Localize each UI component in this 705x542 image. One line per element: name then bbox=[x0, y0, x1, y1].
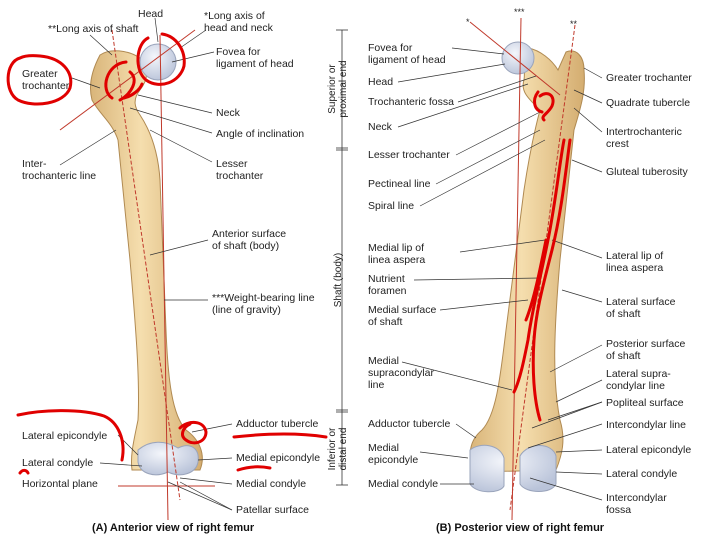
label-long-axis-head-neck: *Long axis of head and neck bbox=[204, 10, 273, 34]
posterior-shaft-axis bbox=[509, 24, 576, 511]
label-neck: Neck bbox=[216, 107, 240, 119]
label-greater-trochanter: Greater trochanter bbox=[22, 68, 70, 92]
label-medial-supracondylar: Medial supracondylar line bbox=[368, 355, 434, 391]
label-posterior-surface: Posterior surface of shaft bbox=[606, 338, 686, 362]
leaders-panel-b bbox=[397, 47, 603, 501]
label-medial-condyle-a: Medial condyle bbox=[236, 478, 307, 490]
anterior-condyle-cartilage bbox=[137, 441, 199, 476]
label-lateral-epicondyle-a: Lateral epicondyle bbox=[22, 430, 108, 442]
label-nutrient-foramen: Nutrient foramen bbox=[368, 273, 407, 297]
label-lateral-condyle-b: Lateral condyle bbox=[606, 468, 678, 480]
anterior-femoral-head bbox=[139, 43, 177, 81]
label-adductor-tubercle-a: Adductor tubercle bbox=[236, 418, 319, 430]
label-intertrochanteric-line: Inter- trochanteric line bbox=[22, 158, 97, 182]
marker-triple: *** bbox=[514, 7, 525, 17]
label-pectineal-line: Pectineal line bbox=[368, 178, 431, 190]
posterior-head-neck-axis bbox=[469, 21, 561, 96]
marker-double: ** bbox=[570, 19, 578, 29]
region-shaft: Shaft (body) bbox=[333, 252, 344, 308]
label-greater-trochanter-b: Greater trochanter bbox=[606, 72, 692, 84]
label-adductor-tubercle-b: Adductor tubercle bbox=[368, 418, 451, 430]
region-bracket bbox=[336, 29, 348, 486]
posterior-femoral-head bbox=[501, 41, 535, 75]
posterior-femur-bone bbox=[469, 47, 585, 473]
marker-single: * bbox=[466, 17, 470, 27]
anterior-femur-bone bbox=[89, 50, 203, 471]
label-medial-lip: Medial lip of linea aspera bbox=[368, 242, 426, 266]
region-proximal: Superior or proximal end bbox=[327, 60, 349, 118]
label-patellar-surface: Patellar surface bbox=[236, 504, 309, 516]
label-lateral-supracondylar: Lateral supra- condylar line bbox=[606, 368, 671, 392]
label-fovea: Fovea for ligament of head bbox=[216, 46, 294, 70]
posterior-weight-bearing-line bbox=[511, 17, 522, 521]
axis-lines bbox=[59, 17, 576, 521]
anterior-head-neck-axis bbox=[59, 29, 196, 131]
label-medial-condyle-b: Medial condyle bbox=[368, 478, 439, 490]
anterior-shaft-axis bbox=[111, 29, 181, 501]
label-anterior-surface: Anterior surface of shaft (body) bbox=[212, 228, 287, 252]
label-weight-bearing-line: ***Weight-bearing line (line of gravity) bbox=[212, 292, 315, 316]
label-lateral-epicondyle-b: Lateral epicondyle bbox=[606, 444, 692, 456]
anterior-femur bbox=[89, 43, 203, 476]
label-intercondylar-fossa: Intercondylar fossa bbox=[606, 492, 667, 516]
label-gluteal-tuberosity: Gluteal tuberosity bbox=[606, 166, 688, 178]
label-quadrate-tubercle: Quadrate tubercle bbox=[606, 97, 691, 109]
label-head: Head bbox=[138, 8, 164, 20]
label-horizontal-plane: Horizontal plane bbox=[22, 478, 98, 490]
label-medial-surface: Medial surface of shaft bbox=[368, 304, 437, 328]
label-spiral-line: Spiral line bbox=[368, 200, 415, 212]
label-head-b: Head bbox=[368, 76, 394, 88]
label-neck-b: Neck bbox=[368, 121, 392, 133]
red-annotations bbox=[6, 32, 572, 475]
caption-anterior: (A) Anterior view of right femur bbox=[92, 522, 255, 534]
region-distal: Inferior or distal end bbox=[327, 427, 349, 471]
label-long-axis-shaft: **Long axis of shaft bbox=[48, 23, 139, 35]
label-lateral-surface: Lateral surface of shaft bbox=[606, 296, 676, 320]
label-trochanteric-fossa: Trochanteric fossa bbox=[368, 96, 454, 108]
label-medial-epicondyle-b: Medial epicondyle bbox=[368, 442, 419, 466]
posterior-femur bbox=[469, 41, 585, 493]
label-lesser-trochanter-b: Lesser trochanter bbox=[368, 149, 450, 161]
label-lesser-trochanter: Lesser trochanter bbox=[216, 158, 264, 182]
posterior-condyles bbox=[469, 444, 557, 493]
leaders-panel-a bbox=[59, 17, 233, 511]
label-angle-inclination: Angle of inclination bbox=[216, 128, 305, 140]
label-intercondylar-line: Intercondylar line bbox=[606, 419, 686, 431]
anterior-weight-bearing-line bbox=[159, 34, 169, 521]
label-lateral-lip: Lateral lip of linea aspera bbox=[606, 250, 664, 274]
label-popliteal-surface: Popliteal surface bbox=[606, 397, 684, 409]
label-intertrochanteric-crest: Intertrochanteric crest bbox=[606, 126, 682, 150]
label-medial-epicondyle-a: Medial epicondyle bbox=[236, 452, 321, 464]
label-lateral-condyle-a: Lateral condyle bbox=[22, 457, 94, 469]
label-fovea-b: Fovea for ligament of head bbox=[368, 42, 446, 66]
caption-posterior: (B) Posterior view of right femur bbox=[436, 522, 605, 534]
